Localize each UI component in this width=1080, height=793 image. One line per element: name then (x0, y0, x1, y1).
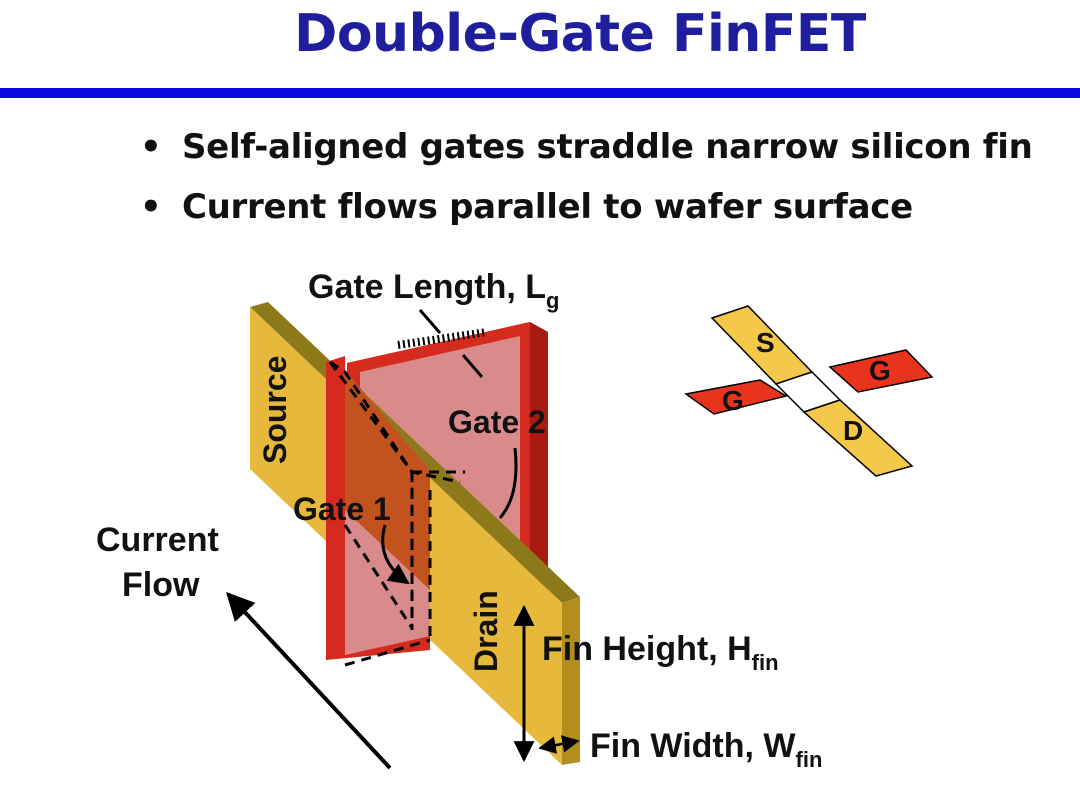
slide-title: Double-Gate FinFET (294, 4, 866, 64)
bullet-item: • Self-aligned gates straddle narrow sili… (140, 122, 1033, 182)
gate-1-callout (381, 524, 410, 585)
bullet-text: Self-aligned gates straddle narrow silic… (182, 127, 1033, 167)
bullet-text: Current flows parallel to wafer surface (182, 187, 913, 227)
fin-width-subscript: fin (796, 747, 823, 772)
gate-1-label: Gate 1 (293, 491, 391, 527)
topview-drain (802, 399, 914, 477)
bullet-item: • Current flows parallel to wafer surface (140, 182, 1033, 242)
fin-width-arrow (538, 735, 580, 754)
fin-height-label: Fin Height, Hfin (542, 630, 779, 675)
gate-2-callout (498, 447, 518, 519)
gate-length-label: Gate Length, Lg (308, 268, 559, 313)
bullet-dot: • (140, 187, 162, 227)
gate-dashed-outline (328, 360, 465, 667)
drain-label: Drain (468, 590, 504, 672)
fin-width-label: Fin Width, Wfin (590, 727, 822, 772)
current-flow-label-line1: Current (96, 521, 219, 559)
current-flow-label-line2: Flow (122, 566, 200, 604)
topview-gate-right-label: G (869, 355, 891, 386)
topview-source-label: S (756, 327, 775, 358)
bullet-dot: • (140, 127, 162, 167)
fin-height-subscript: fin (752, 650, 779, 675)
topview-drain-label: D (843, 415, 863, 446)
topview-gate-left (684, 379, 788, 415)
topview-gate-right (828, 349, 934, 393)
gate-length-dimension (397, 309, 488, 378)
gate-length-label-text: Gate Length, L (308, 268, 546, 306)
source-label: Source (257, 356, 293, 464)
top-view-schematic: S D G G (684, 305, 934, 477)
fin-width-label-text: Fin Width, W (590, 727, 796, 765)
gate-2-label: Gate 2 (448, 404, 546, 440)
gate-length-subscript: g (546, 288, 559, 313)
fin-height-label-text: Fin Height, H (542, 630, 752, 668)
bullet-list: • Self-aligned gates straddle narrow sili… (140, 122, 1033, 242)
current-flow-arrow (226, 591, 392, 770)
title-divider (0, 88, 1080, 98)
topview-gate-left-label: G (722, 385, 744, 416)
